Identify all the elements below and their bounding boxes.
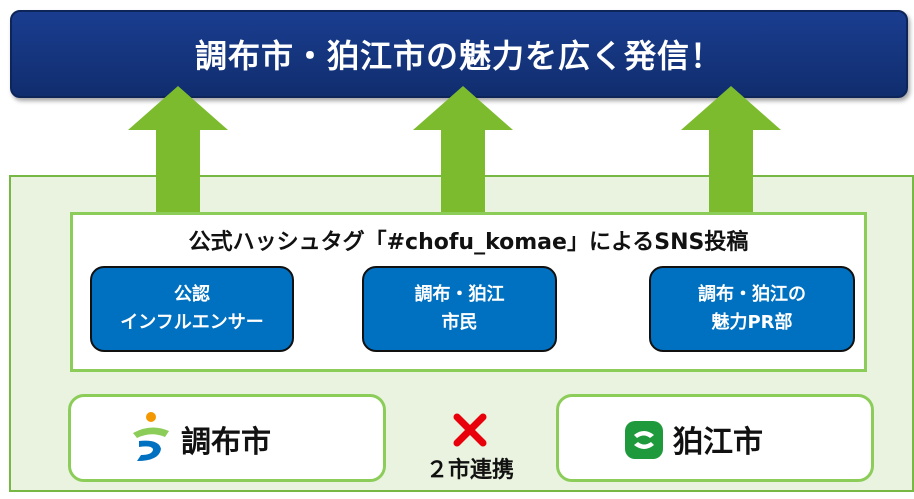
group-line-1: 調布・狛江の [698,284,806,305]
chofu-city-box: 調布市 [68,394,386,482]
up-arrow-right [681,86,781,216]
group-citizens: 調布・狛江 市民 [362,266,557,352]
headline-title: 調布市・狛江市の魅力を広く発信！ [194,37,723,75]
group-line-2: インフルエンサー [120,312,264,333]
headline-banner: 調布市・狛江市の魅力を広く発信！ [10,10,908,98]
group-line-1: 調布・狛江 [414,284,505,305]
komae-logo-icon [625,421,663,459]
cross-icon [452,412,488,448]
up-arrow-left [128,86,228,216]
group-pr-club: 調布・狛江の 魅力PR部 [649,266,855,352]
group-line-2: 魅力PR部 [711,312,793,333]
komae-city-box: 狛江市 [556,394,874,482]
chofu-city-name: 調布市 [181,425,271,460]
partnership-label: ２市連携 [425,458,514,483]
group-line-1: 公認 [174,284,210,305]
up-arrow-center [413,86,513,216]
chofu-logo-icon [133,412,169,461]
group-influencer: 公認 インフルエンサー [90,266,294,352]
komae-city-name: 狛江市 [673,425,763,460]
group-line-2: 市民 [441,312,478,333]
sns-posting-title: 公式ハッシュタグ「#chofu_komae」によるSNS投稿 [188,230,749,255]
